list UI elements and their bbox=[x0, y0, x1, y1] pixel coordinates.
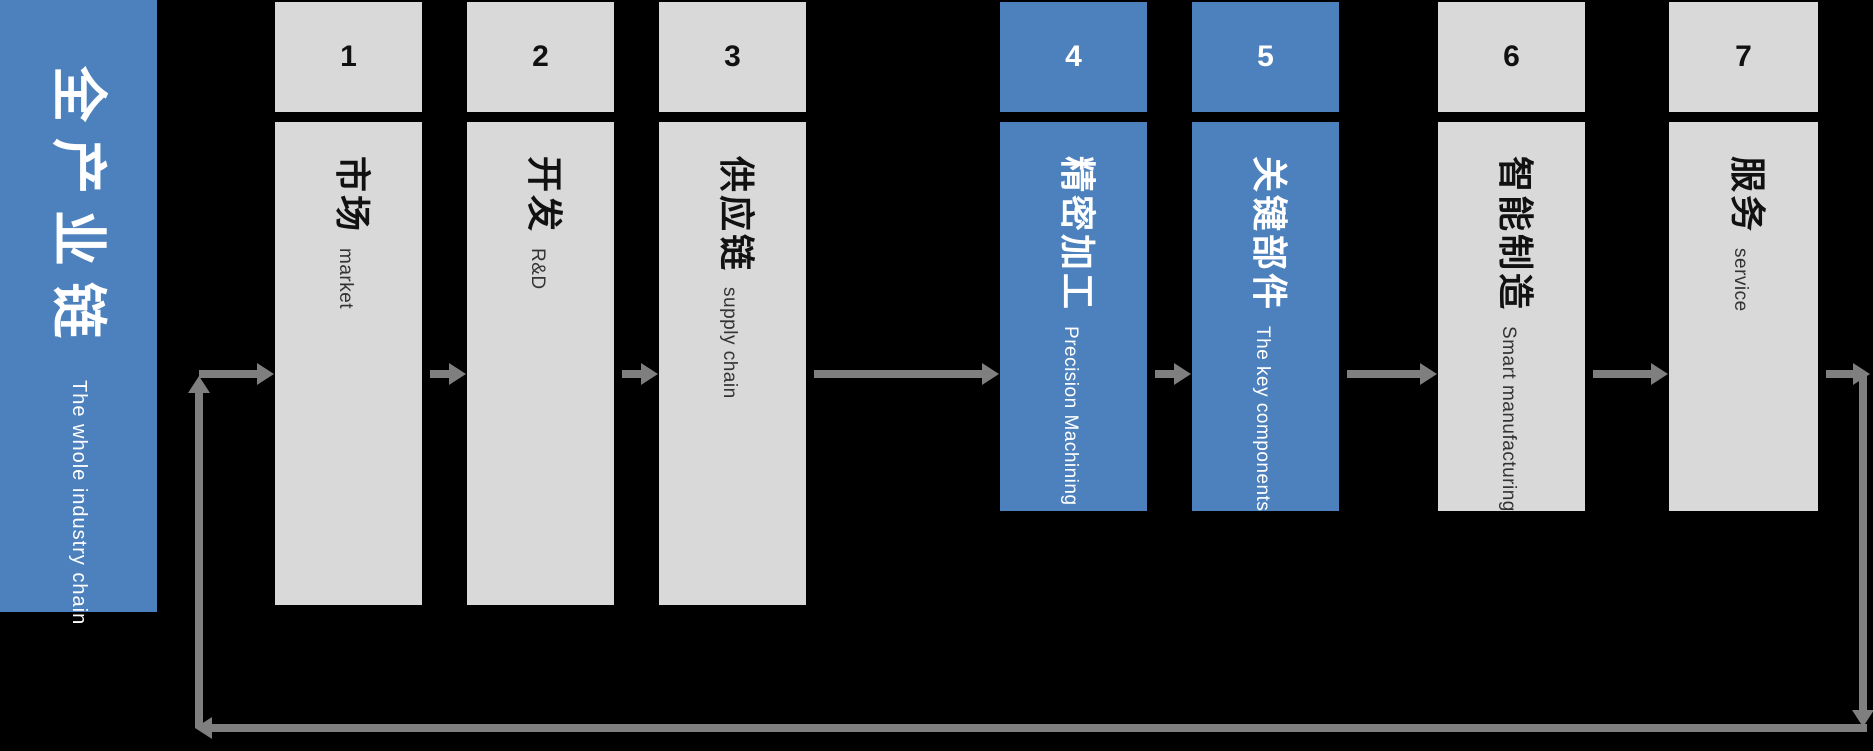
stage-label-en-5: The key components bbox=[1251, 326, 1273, 511]
stage-label-cn-4: 精密加工 bbox=[1056, 156, 1098, 313]
flow-arrow-2-to-3 bbox=[622, 370, 643, 378]
banner-title-en: The whole industry chain bbox=[68, 380, 90, 626]
stage-column-5[interactable]: 5 关键部件 The key components bbox=[1192, 0, 1339, 612]
stage-body-5: 关键部件 The key components bbox=[1192, 122, 1339, 511]
flow-arrow-5-to-6-head bbox=[1420, 363, 1437, 385]
stage-number-5: 5 bbox=[1192, 2, 1339, 112]
stage-label-cn-1: 市场 bbox=[331, 156, 373, 235]
flow-arrow-3-to-4 bbox=[814, 370, 984, 378]
industry-chain-banner: 全产业链 The whole industry chain bbox=[0, 0, 157, 625]
flow-arrow-6-to-7-head bbox=[1651, 363, 1668, 385]
flow-arrow-1-to-2-head bbox=[449, 363, 466, 385]
stage-label-cn-6: 智能制造 bbox=[1494, 156, 1536, 313]
stage-label-cn-3: 供应链 bbox=[715, 156, 757, 274]
flow-arrow-5-to-6 bbox=[1347, 370, 1422, 378]
flow-arrow-1-to-2 bbox=[430, 370, 451, 378]
feedback-loop-left-head bbox=[188, 376, 210, 393]
stage-body-4: 精密加工 Precision Machining bbox=[1000, 122, 1147, 511]
stage-number-6: 6 bbox=[1438, 2, 1585, 112]
feedback-loop-right-segment bbox=[1859, 374, 1867, 714]
flow-arrow-4-to-5-head bbox=[1174, 363, 1191, 385]
feedback-loop-left-segment bbox=[195, 388, 203, 728]
stage-body-1: 市场 market bbox=[275, 122, 422, 605]
stage-number-2: 2 bbox=[467, 2, 614, 112]
feedback-loop-bottom-segment bbox=[209, 724, 1867, 732]
stage-label-en-3: supply chain bbox=[718, 287, 740, 399]
flow-arrow-4-to-5 bbox=[1155, 370, 1176, 378]
stage-body-2: 开发 R&D bbox=[467, 122, 614, 605]
stage-column-1[interactable]: 1 市场 market bbox=[275, 0, 422, 612]
stage-label-en-2: R&D bbox=[526, 248, 548, 290]
stage-column-3[interactable]: 3 供应链 supply chain bbox=[659, 0, 806, 612]
stage-number-4: 4 bbox=[1000, 2, 1147, 112]
flow-arrow-2-to-3-head bbox=[641, 363, 658, 385]
stage-column-2[interactable]: 2 开发 R&D bbox=[467, 0, 614, 612]
flow-arrow-exit bbox=[1826, 370, 1855, 378]
stage-label-en-4: Precision Machining bbox=[1059, 326, 1081, 506]
stage-label-en-6: Smart manufacturing bbox=[1497, 326, 1519, 511]
stage-number-3: 3 bbox=[659, 2, 806, 112]
stage-column-4[interactable]: 4 精密加工 Precision Machining bbox=[1000, 0, 1147, 612]
flow-arrow-6-to-7 bbox=[1593, 370, 1653, 378]
stage-number-7: 7 bbox=[1669, 2, 1818, 112]
stage-body-7: 服务 service bbox=[1669, 122, 1818, 511]
flow-arrow-entry-head bbox=[257, 363, 274, 385]
stage-label-cn-5: 关键部件 bbox=[1248, 156, 1290, 313]
flow-arrow-3-to-4-head bbox=[982, 363, 999, 385]
stage-label-en-7: service bbox=[1729, 248, 1751, 312]
stage-column-7[interactable]: 7 服务 service bbox=[1669, 0, 1818, 612]
banner-text-group: 全产业链 The whole industry chain bbox=[0, 0, 157, 625]
stage-label-en-1: market bbox=[334, 248, 356, 310]
stage-body-6: 智能制造 Smart manufacturing bbox=[1438, 122, 1585, 511]
stage-body-3: 供应链 supply chain bbox=[659, 122, 806, 605]
flow-arrow-entry bbox=[199, 370, 259, 378]
stage-number-1: 1 bbox=[275, 2, 422, 112]
feedback-loop-right-head bbox=[1852, 710, 1873, 727]
stage-label-cn-7: 服务 bbox=[1726, 156, 1768, 235]
stage-column-6[interactable]: 6 智能制造 Smart manufacturing bbox=[1438, 0, 1585, 612]
stage-label-cn-2: 开发 bbox=[523, 156, 565, 235]
banner-title-cn: 全产业链 bbox=[47, 66, 111, 354]
